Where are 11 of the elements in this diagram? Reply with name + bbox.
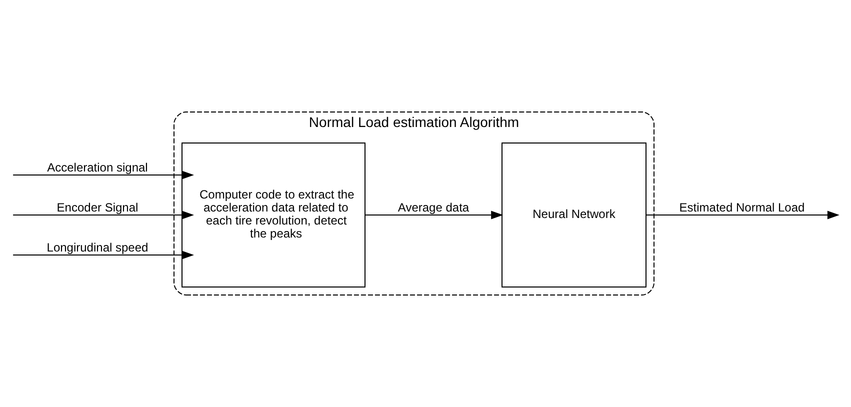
- arrow: [12, 170, 194, 180]
- arrow: [12, 210, 194, 220]
- edge-label: Longirudinal speed: [46, 240, 148, 255]
- node-box: Neural Network: [502, 142, 646, 288]
- arrow: [12, 250, 194, 260]
- arrow: [646, 210, 840, 220]
- edge-label: Average data: [398, 200, 470, 215]
- edge-label: Encoder Signal: [56, 200, 138, 215]
- edge-label: Acceleration signal: [47, 160, 148, 175]
- edge-label: Estimated Normal Load: [679, 200, 805, 215]
- arrow: [364, 210, 504, 220]
